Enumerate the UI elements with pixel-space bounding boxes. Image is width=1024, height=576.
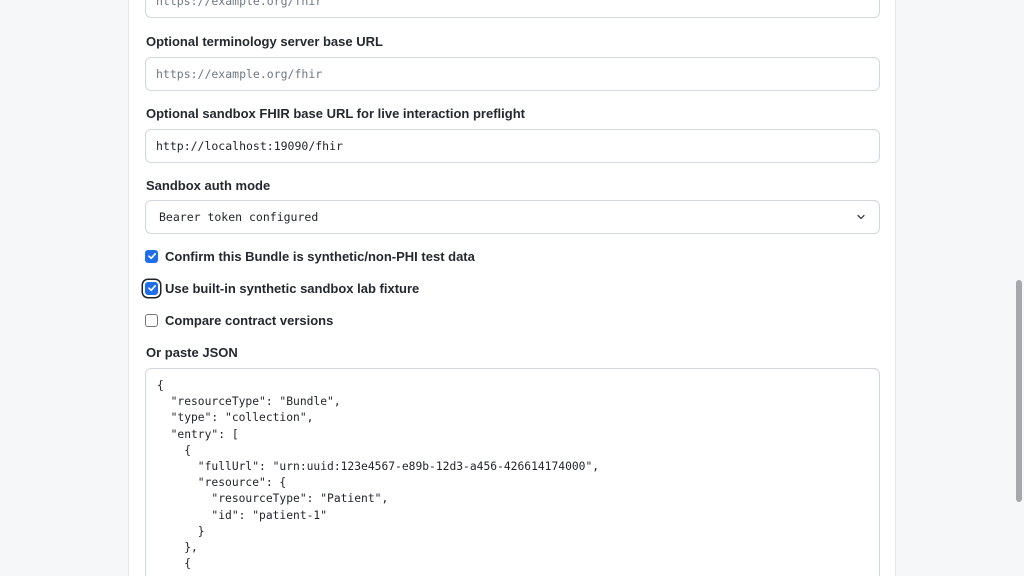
sandbox-auth-mode-label: Sandbox auth mode	[146, 178, 271, 193]
use-fixture-checkbox-row[interactable]: Use built-in synthetic sandbox lab fixtu…	[145, 279, 419, 297]
json-textarea[interactable]: { "resourceType": "Bundle", "type": "col…	[145, 368, 880, 576]
form-panel: Optional terminology server base URL Opt…	[128, 0, 896, 576]
json-line: {	[157, 379, 164, 392]
compare-versions-checkbox[interactable]	[145, 313, 158, 327]
json-line: {	[157, 557, 192, 571]
json-line: },	[157, 541, 198, 555]
compare-versions-label: Compare contract versions	[165, 312, 334, 328]
json-line: "id": "patient-1"	[157, 508, 328, 522]
fhir-base-url-input[interactable]	[145, 0, 880, 18]
scrollbar-thumb[interactable]	[1016, 280, 1022, 502]
chevron-down-icon	[856, 212, 866, 222]
json-line: "type": "collection",	[157, 411, 314, 425]
checkmark-icon	[147, 285, 156, 292]
use-fixture-checkbox[interactable]	[145, 281, 158, 295]
confirm-synthetic-label: Confirm this Bundle is synthetic/non-PHI…	[165, 248, 475, 264]
json-line: "resourceType": "Patient",	[157, 492, 389, 506]
confirm-synthetic-checkbox[interactable]	[145, 249, 158, 263]
paste-json-label: Or paste JSON	[146, 345, 238, 360]
terminology-server-input[interactable]	[145, 57, 880, 91]
sandbox-base-url-label: Optional sandbox FHIR base URL for live …	[146, 106, 525, 121]
confirm-synthetic-checkbox-row[interactable]: Confirm this Bundle is synthetic/non-PHI…	[145, 247, 475, 265]
json-line: "fullUrl": "urn:uuid:123e4567-e89b-12d3-…	[157, 460, 600, 474]
sandbox-base-url-input[interactable]	[145, 129, 880, 163]
json-line: {	[157, 443, 192, 457]
json-line: "entry": [	[157, 427, 239, 441]
json-line: }	[157, 524, 205, 538]
json-line: "resource": {	[157, 476, 287, 490]
page-scrollbar[interactable]	[1015, 0, 1024, 576]
terminology-server-label: Optional terminology server base URL	[146, 34, 383, 49]
sandbox-auth-mode-select[interactable]: Bearer token configured	[145, 200, 880, 234]
use-fixture-label: Use built-in synthetic sandbox lab fixtu…	[165, 280, 420, 296]
compare-versions-checkbox-row[interactable]: Compare contract versions	[145, 311, 333, 329]
checkmark-icon	[147, 253, 156, 260]
sandbox-auth-mode-value: Bearer token configured	[159, 210, 319, 224]
json-line: "resourceType": "Bundle",	[157, 395, 341, 409]
